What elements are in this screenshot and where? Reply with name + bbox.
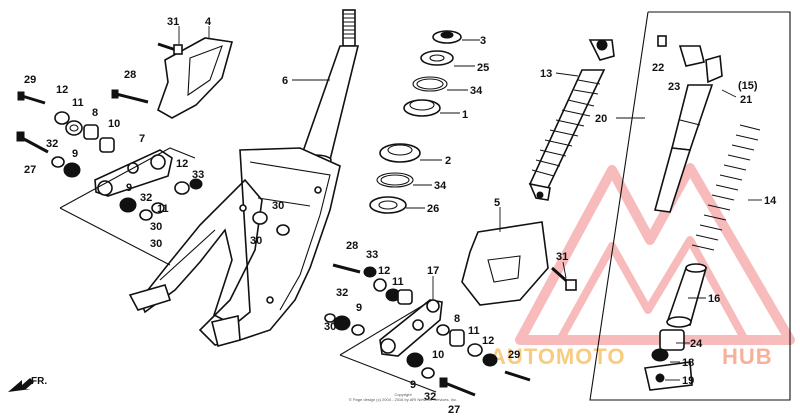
callout-3: 3 [480, 35, 486, 47]
callout-13: 13 [540, 68, 552, 80]
callout-12: 12 [482, 335, 494, 347]
link-arm-part-17 [379, 299, 443, 357]
callout-33: 33 [192, 169, 204, 181]
top-bracket-part-4 [157, 37, 234, 119]
front-indicator-label: FR. [31, 376, 47, 387]
callout-34: 34 [434, 180, 447, 192]
front-direction-indicator: FR. [8, 376, 47, 392]
callout-32: 32 [424, 391, 436, 403]
callout-20: 20 [595, 113, 607, 125]
bearing-stack [369, 30, 462, 214]
callout-5: 5 [494, 197, 500, 209]
callout-30: 30 [272, 200, 284, 212]
callout-31: 31 [556, 251, 568, 263]
link-arm-part-7 [94, 149, 173, 197]
callout-8: 8 [92, 107, 98, 119]
callout-9: 9 [72, 148, 78, 160]
callout-4: 4 [205, 16, 212, 28]
callout-26: 26 [427, 203, 439, 215]
callout-labels: 31 4 6 29 28 12 11 8 10 7 32 9 27 12 33 … [24, 16, 777, 416]
callout-32: 32 [336, 287, 348, 299]
bolt-part-29-left [17, 91, 46, 105]
callout-29: 29 [24, 74, 36, 86]
bolt-part-31-top [157, 42, 183, 55]
callout-15: (15) [738, 80, 758, 92]
callout-6: 6 [282, 75, 288, 87]
callout-14: 14 [764, 195, 777, 207]
callout-28: 28 [346, 240, 358, 252]
callout-7: 7 [139, 133, 145, 145]
lower-parts-18-19-24 [644, 329, 693, 391]
cover-part-5 [461, 221, 549, 306]
washers-left-upper [51, 111, 290, 236]
callout-30: 30 [250, 235, 262, 247]
callout-9: 9 [126, 182, 132, 194]
callout-8: 8 [454, 313, 460, 325]
callout-10: 10 [432, 349, 444, 361]
assembly-guide-right [339, 299, 437, 393]
callout-27: 27 [24, 164, 36, 176]
callout-29: 29 [508, 349, 520, 361]
bolt-part-28-right [332, 263, 361, 274]
leader-lines [178, 26, 762, 381]
callout-17: 17 [427, 265, 439, 277]
damper-part-21 [653, 35, 723, 213]
assembly-guide-left [59, 147, 196, 266]
bolt-part-29-right [504, 370, 531, 382]
bolt-part-31-right [551, 266, 577, 291]
callout-18: 18 [682, 357, 694, 369]
watermark-text-automoto: AUTOMOTO [490, 344, 626, 369]
steering-stem-part-6 [298, 9, 360, 166]
callout-12: 12 [56, 84, 68, 96]
lower-tube-part-16 [666, 263, 708, 328]
callout-19: 19 [682, 375, 694, 387]
callout-9: 9 [410, 379, 416, 391]
callout-25: 25 [477, 62, 489, 74]
callout-28: 28 [124, 69, 136, 81]
washers-right [324, 266, 498, 379]
callout-9: 9 [356, 302, 362, 314]
callout-32: 32 [46, 138, 58, 150]
watermark-text-hub: HUB [722, 344, 773, 369]
callout-27: 27 [448, 404, 460, 416]
callout-22: 22 [652, 62, 664, 74]
callout-11: 11 [468, 325, 480, 337]
group-outline-part-20 [589, 11, 791, 401]
bolt-part-27-right [439, 377, 476, 397]
callout-23: 23 [668, 81, 680, 93]
callout-21: 21 [740, 94, 752, 106]
callout-11: 11 [392, 276, 404, 288]
callout-30: 30 [150, 221, 162, 233]
shock-absorber-part-13 [528, 39, 615, 201]
callout-1: 1 [462, 109, 468, 121]
callout-10: 10 [108, 118, 120, 130]
spring-part-14 [691, 124, 761, 251]
callout-32: 32 [140, 192, 152, 204]
callout-30: 30 [150, 238, 162, 250]
callout-24: 24 [690, 338, 703, 350]
callout-12: 12 [176, 158, 188, 170]
callout-2: 2 [445, 155, 451, 167]
callout-11: 11 [157, 203, 169, 215]
bolt-part-27-left [16, 131, 49, 154]
copyright-notice: Copyright © Page design (c) 2004 - 2016 … [348, 392, 458, 402]
callout-12: 12 [378, 265, 390, 277]
front-fork-frame [128, 147, 341, 347]
callout-34: 34 [470, 85, 483, 97]
bolt-part-28-left [111, 89, 149, 104]
callout-31: 31 [167, 16, 179, 28]
callout-30: 30 [324, 321, 336, 333]
callout-16: 16 [708, 293, 720, 305]
callout-11: 11 [72, 97, 84, 109]
callout-33: 33 [366, 249, 378, 261]
